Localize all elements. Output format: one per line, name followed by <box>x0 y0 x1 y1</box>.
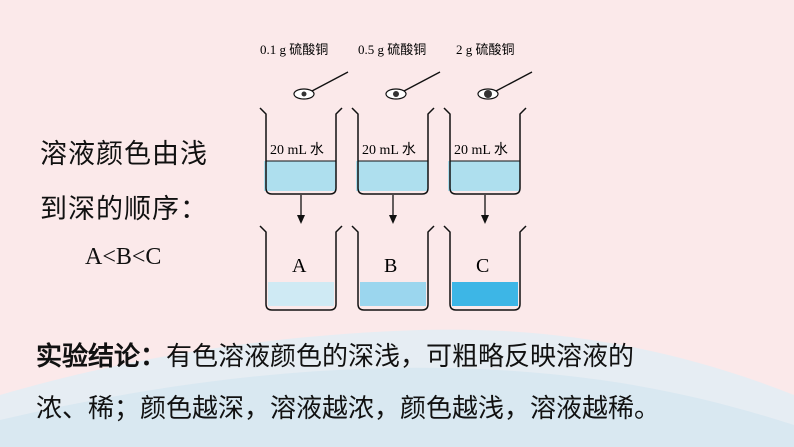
spoon-icon <box>477 71 533 100</box>
answer-order: A<B<C <box>85 244 162 270</box>
water-label-c: 20 mL 水 <box>454 142 508 158</box>
water-beaker-b: 20 mL 水 <box>351 107 435 195</box>
amount-label-c: 2 g 硫酸铜 <box>456 42 515 57</box>
water-label-b: 20 mL 水 <box>362 142 416 158</box>
beaker-group-a: 0.1 g 硫酸铜 20 mL 水 A <box>259 42 349 311</box>
amount-label-b: 0.5 g 硫酸铜 <box>358 42 426 57</box>
conclusion-label: 实验结论： <box>36 342 167 372</box>
arrow-icon <box>297 195 305 224</box>
result-beaker-b: B <box>351 225 435 311</box>
spoon-icon <box>293 71 349 100</box>
conclusion-line-2: 浓、稀；颜色越深，溶液越浓，颜色越浅，溶液越稀。 <box>36 394 661 424</box>
experiment-diagram: 0.1 g 硫酸铜 20 mL 水 A 0 <box>259 42 533 311</box>
beaker-group-b: 0.5 g 硫酸铜 20 mL 水 B <box>351 42 441 311</box>
result-label-c: C <box>476 255 489 277</box>
arrow-icon <box>481 195 489 224</box>
beaker-group-c: 2 g 硫酸铜 20 mL 水 C <box>443 42 533 311</box>
spoon-icon <box>385 71 441 100</box>
result-label-a: A <box>292 255 307 277</box>
conclusion-line-1: 实验结论：有色溶液颜色的深浅，可粗略反映溶液的 <box>36 336 634 373</box>
amount-label-a: 0.1 g 硫酸铜 <box>260 42 328 57</box>
question-line-1: 溶液颜色由浅 <box>40 139 208 170</box>
result-label-b: B <box>384 255 397 277</box>
result-beaker-c: C <box>443 225 527 311</box>
water-beaker-c: 20 mL 水 <box>443 107 527 195</box>
arrow-icon <box>389 195 397 224</box>
water-label-a: 20 mL 水 <box>270 142 324 158</box>
question-line-2: 到深的顺序： <box>40 194 208 225</box>
result-beaker-a: A <box>259 225 343 311</box>
conclusion-text-1: 有色溶液颜色的深浅，可粗略反映溶液的 <box>166 342 635 372</box>
water-beaker-a: 20 mL 水 <box>259 107 343 195</box>
